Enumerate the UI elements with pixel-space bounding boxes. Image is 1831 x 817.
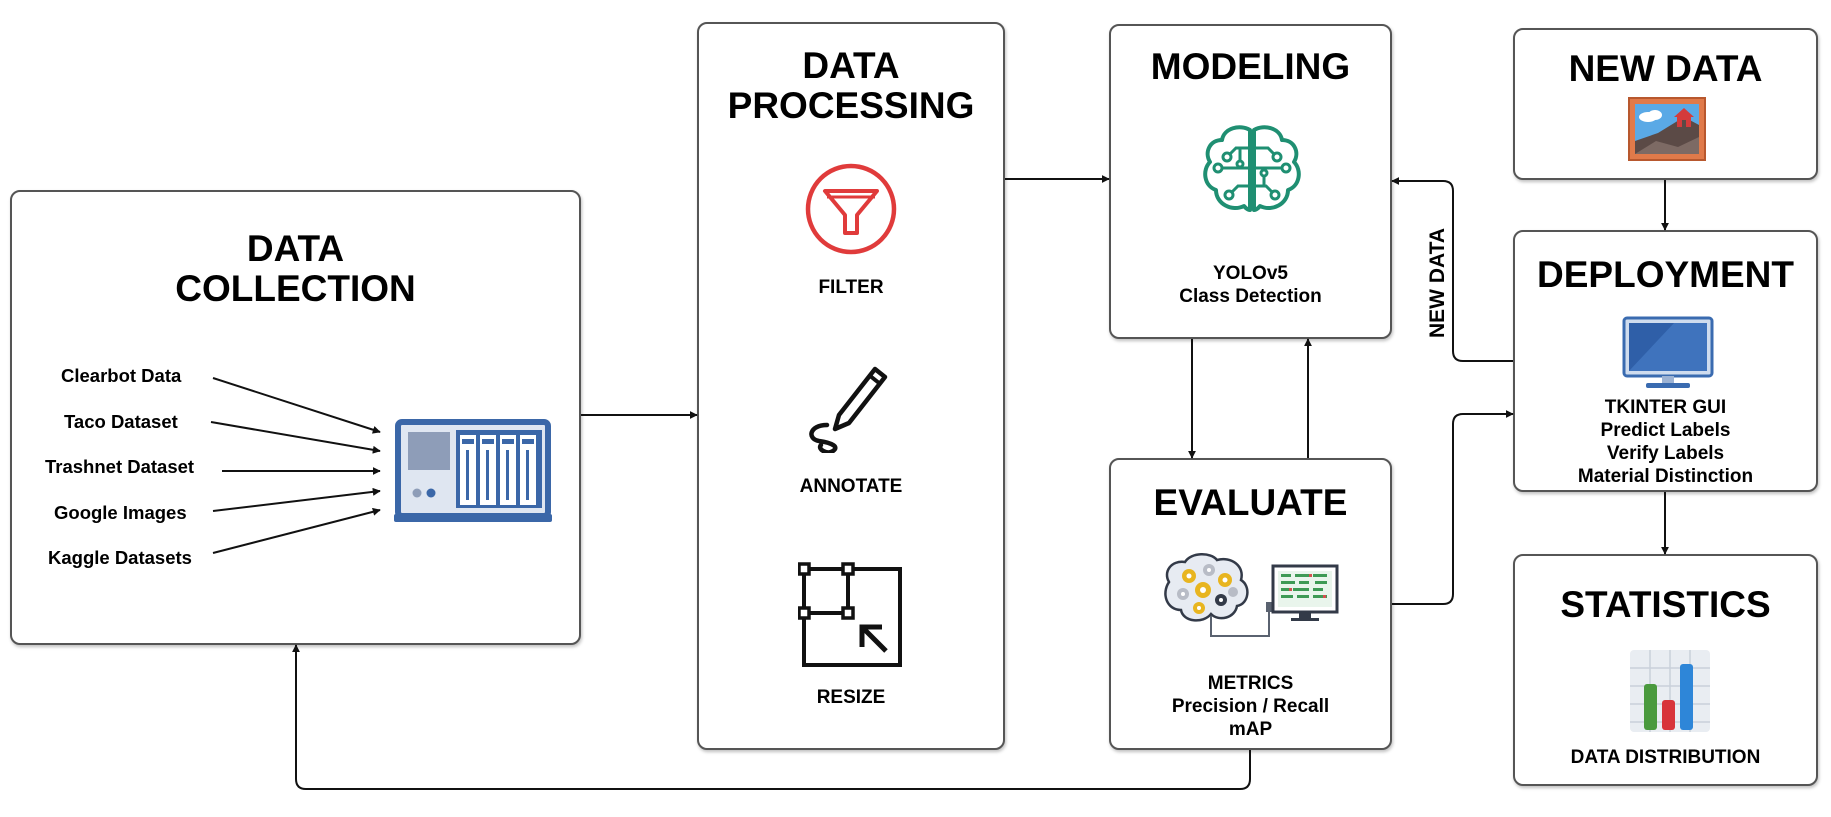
modeling-class-detection-label: Class Detection xyxy=(1179,286,1322,307)
source-google: Google Images xyxy=(54,502,187,523)
arrow-evaluate-to-collection xyxy=(292,644,1251,790)
new-data-title: NEW DATA xyxy=(1568,48,1763,89)
statistics-title: STATISTICS xyxy=(1560,584,1771,625)
evaluate-map-label: mAP xyxy=(1228,719,1273,740)
data-processing-box: DATA PROCESSING FILTER ANNOTATE RESIZE xyxy=(697,22,1005,750)
evaluate-precision-recall-label: Precision / Recall xyxy=(1171,696,1330,717)
ai-brain-icon xyxy=(1203,125,1301,212)
filter-label: FILTER xyxy=(818,277,884,298)
arrow-deployment-to-modeling xyxy=(1391,177,1513,362)
deployment-title: DEPLOYMENT xyxy=(1537,254,1794,295)
data-collection-title-line1: DATA xyxy=(246,228,345,269)
statistics-box: STATISTICS DATA DISTRIBUTION xyxy=(1513,554,1818,786)
evaluate-box: EVALUATE METRICS Precision / Recal xyxy=(1109,458,1392,750)
modeling-title: MODELING xyxy=(1150,46,1351,87)
monitor-icon xyxy=(1622,316,1714,388)
brain-computer-metrics-icon xyxy=(1164,553,1339,637)
server-storage-icon xyxy=(394,419,552,522)
resize-icon xyxy=(798,562,902,667)
modeling-box: MODELING YOLOv5 Class Detection xyxy=(1109,24,1392,339)
landscape-image-icon xyxy=(1628,97,1706,161)
annotate-label: ANNOTATE xyxy=(799,476,903,497)
bar-chart-icon xyxy=(1630,650,1710,732)
arrow-kaggle-to-server xyxy=(212,507,381,554)
data-collection-box: DATA COLLECTION Clearbot Data Taco Datas… xyxy=(10,190,581,645)
arrow-google-to-server xyxy=(212,487,381,512)
evaluate-title: EVALUATE xyxy=(1153,482,1348,523)
data-processing-title-line2: PROCESSING xyxy=(727,85,975,126)
source-trashnet: Trashnet Dataset xyxy=(45,456,195,477)
data-collection-title-line2: COLLECTION xyxy=(175,268,416,309)
source-clearbot: Clearbot Data xyxy=(61,365,182,386)
arrow-evaluate-to-deployment xyxy=(1392,410,1514,605)
evaluate-metrics-label: METRICS xyxy=(1207,673,1294,694)
arrow-taco-to-server xyxy=(210,421,381,454)
data-processing-title-line1: DATA xyxy=(802,45,900,86)
deployment-predict-label: Predict Labels xyxy=(1600,420,1731,441)
resize-label: RESIZE xyxy=(816,687,886,708)
statistics-data-distribution-label: DATA DISTRIBUTION xyxy=(1570,747,1761,768)
deployment-verify-label: Verify Labels xyxy=(1606,443,1725,464)
arrow-clearbot-to-server xyxy=(212,377,381,434)
filter-funnel-icon xyxy=(805,163,897,255)
new-data-box: NEW DATA xyxy=(1513,28,1818,180)
source-taco: Taco Dataset xyxy=(64,411,178,432)
modeling-yolo-label: YOLOv5 xyxy=(1213,263,1288,284)
deployment-material-label: Material Distinction xyxy=(1577,466,1754,487)
deployment-tkinter-label: TKINTER GUI xyxy=(1604,397,1727,418)
annotate-pen-icon xyxy=(809,366,888,453)
deployment-box: DEPLOYMENT TKINTER GUI Predict Labels Ve… xyxy=(1513,230,1818,492)
source-kaggle: Kaggle Datasets xyxy=(48,547,192,568)
